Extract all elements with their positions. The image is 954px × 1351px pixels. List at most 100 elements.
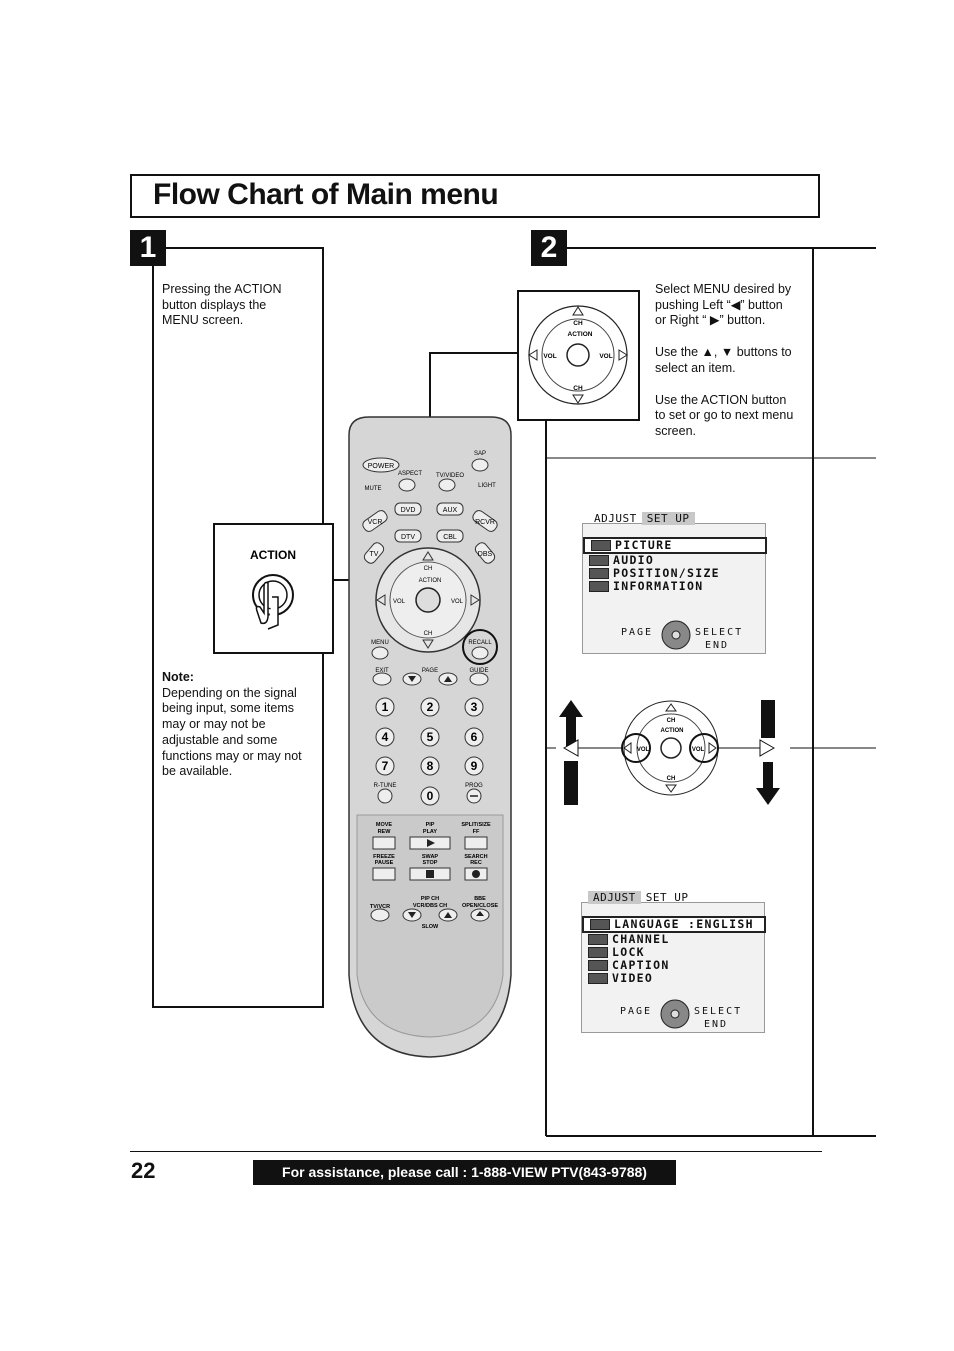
digit-8: 8	[427, 759, 434, 773]
pip-ch-label: PIP CH	[421, 896, 439, 902]
osd-adjust-select: SELECT	[695, 627, 744, 638]
osd-setup-list: LANGUAGE :ENGLISH CHANNEL LOCK CAPTION V…	[582, 916, 766, 985]
prog-label: PROG	[465, 783, 483, 789]
rcvr-button: RCVR	[475, 519, 495, 526]
digit-2: 2	[427, 700, 434, 714]
step2-text: Select MENU desired by pushing Left “◀” …	[655, 282, 794, 438]
bbe-label: BBE	[474, 896, 486, 902]
digit-5: 5	[427, 730, 434, 744]
vcr-dbs-ch-label: VCR/DBS CH	[413, 903, 447, 909]
dpad-ch-up: CH	[573, 320, 583, 327]
title-box	[130, 174, 820, 218]
rew-label: REW	[378, 829, 392, 835]
dtv-button: DTV	[401, 534, 415, 541]
tv-vcr-label: TV/VCR	[370, 904, 390, 910]
exit-label: EXIT	[375, 668, 389, 674]
dpad-ch-down: CH	[573, 385, 583, 392]
dpad-illustration: CH ACTION VOL VOL CH	[528, 305, 628, 405]
osd-setup-select: SELECT	[694, 1006, 743, 1017]
note: Note: Depending on the signal being inpu…	[162, 670, 302, 779]
ff-label: FF	[473, 829, 480, 835]
page-number: 22	[131, 1158, 156, 1183]
osd-item-information: INFORMATION	[583, 580, 767, 593]
dpad-vol-left: VOL	[543, 353, 556, 360]
osd-setup-end: END	[704, 1019, 729, 1030]
nav-vol-left: VOL	[637, 747, 650, 753]
osd-item-language: LANGUAGE :ENGLISH	[582, 916, 766, 933]
osd-adjust-page: PAGE	[621, 627, 654, 638]
dbs-button: DBS	[478, 551, 493, 558]
r-tune-label: R-TUNE	[374, 783, 397, 789]
osd-adjust-end: END	[705, 640, 730, 651]
remote-vol-left: VOL	[393, 599, 406, 605]
split-size-label: SPLIT/SIZE	[461, 822, 491, 828]
osd-item-lock: LOCK	[582, 946, 766, 959]
rec-label: REC	[470, 860, 482, 866]
digit-6: 6	[471, 730, 478, 744]
move-label: MOVE	[376, 822, 393, 828]
step-2-badge: 2	[531, 230, 567, 266]
osd-item-video: VIDEO	[582, 972, 766, 985]
tab-setup: SET UP	[645, 891, 689, 904]
vcr-button: VCR	[368, 519, 383, 526]
digit-0: 0	[427, 789, 434, 803]
open-close-label: OPEN/CLOSE	[462, 903, 498, 909]
nav-action: ACTION	[661, 728, 684, 734]
digit-1: 1	[382, 700, 389, 714]
step1-text: Pressing the ACTION button displays the …	[162, 282, 282, 328]
page-label: PAGE	[422, 668, 438, 674]
osd-setup-tabs: ADJUST SET UP	[588, 891, 694, 904]
osd-adjust-dpad-icon	[661, 620, 691, 650]
nav-ch-up: CH	[667, 718, 676, 724]
remote-ch-down: CH	[424, 631, 433, 637]
recall-label: RECALL	[468, 640, 492, 646]
action-label: ACTION	[250, 548, 296, 562]
tv-button: TV	[370, 551, 379, 558]
osd-setup-dpad-icon	[660, 999, 690, 1029]
remote-action: ACTION	[419, 578, 442, 584]
remote-control: POWER SAP MUTE ASPECT TV/VIDEO LIGHT VCR…	[348, 416, 512, 1058]
remote-ch-up: CH	[424, 566, 433, 572]
osd-setup-page: PAGE	[620, 1006, 653, 1017]
freeze-label: FREEZE	[373, 854, 395, 860]
pip-label: PIP	[426, 822, 435, 828]
tab-setup: SET UP	[641, 512, 695, 525]
nav-ch-down: CH	[667, 776, 676, 782]
remote-vol-right: VOL	[451, 599, 464, 605]
digit-4: 4	[382, 730, 389, 744]
osd-setup-menu: ADJUST SET UP LANGUAGE :ENGLISH CHANNEL L…	[581, 891, 766, 1033]
dpad-vol-right: VOL	[599, 353, 612, 360]
navigation-illustration: CH ACTION VOL VOL CH	[559, 700, 780, 805]
cbl-button: CBL	[443, 534, 457, 541]
mute-label: MUTE	[365, 486, 382, 492]
dpad-action: ACTION	[568, 331, 593, 338]
light-label: LIGHT	[478, 483, 496, 489]
stop-label: STOP	[423, 860, 438, 866]
search-label: SEARCH	[464, 854, 487, 860]
menu-label: MENU	[371, 640, 389, 646]
tab-adjust: ADJUST	[588, 891, 641, 904]
swap-label: SWAP	[422, 854, 439, 860]
osd-item-audio: AUDIO	[583, 554, 767, 567]
digit-3: 3	[471, 700, 478, 714]
nav-vol-right: VOL	[692, 747, 705, 753]
tv-video-label: TV/VIDEO	[436, 473, 464, 479]
osd-item-caption: CAPTION	[582, 959, 766, 972]
action-button-illustration: ACTION	[250, 548, 296, 630]
osd-adjust-list: PICTURE AUDIO POSITION/SIZE INFORMATION	[583, 537, 767, 593]
play-label: PLAY	[423, 829, 437, 835]
assistance-banner: For assistance, please call : 1-888-VIEW…	[253, 1160, 676, 1185]
footer-rule	[130, 1151, 822, 1152]
digit-9: 9	[471, 759, 478, 773]
digit-7: 7	[382, 759, 389, 773]
guide-label: GUIDE	[469, 668, 488, 674]
step-1-badge: 1	[130, 230, 166, 266]
pause-label: PAUSE	[375, 860, 394, 866]
osd-item-picture: PICTURE	[583, 537, 767, 554]
page-title: Flow Chart of Main menu	[153, 178, 499, 211]
dpad-callout: CH ACTION VOL VOL CH	[517, 290, 640, 421]
osd-item-channel: CHANNEL	[582, 933, 766, 946]
sap-label: SAP	[474, 451, 486, 457]
